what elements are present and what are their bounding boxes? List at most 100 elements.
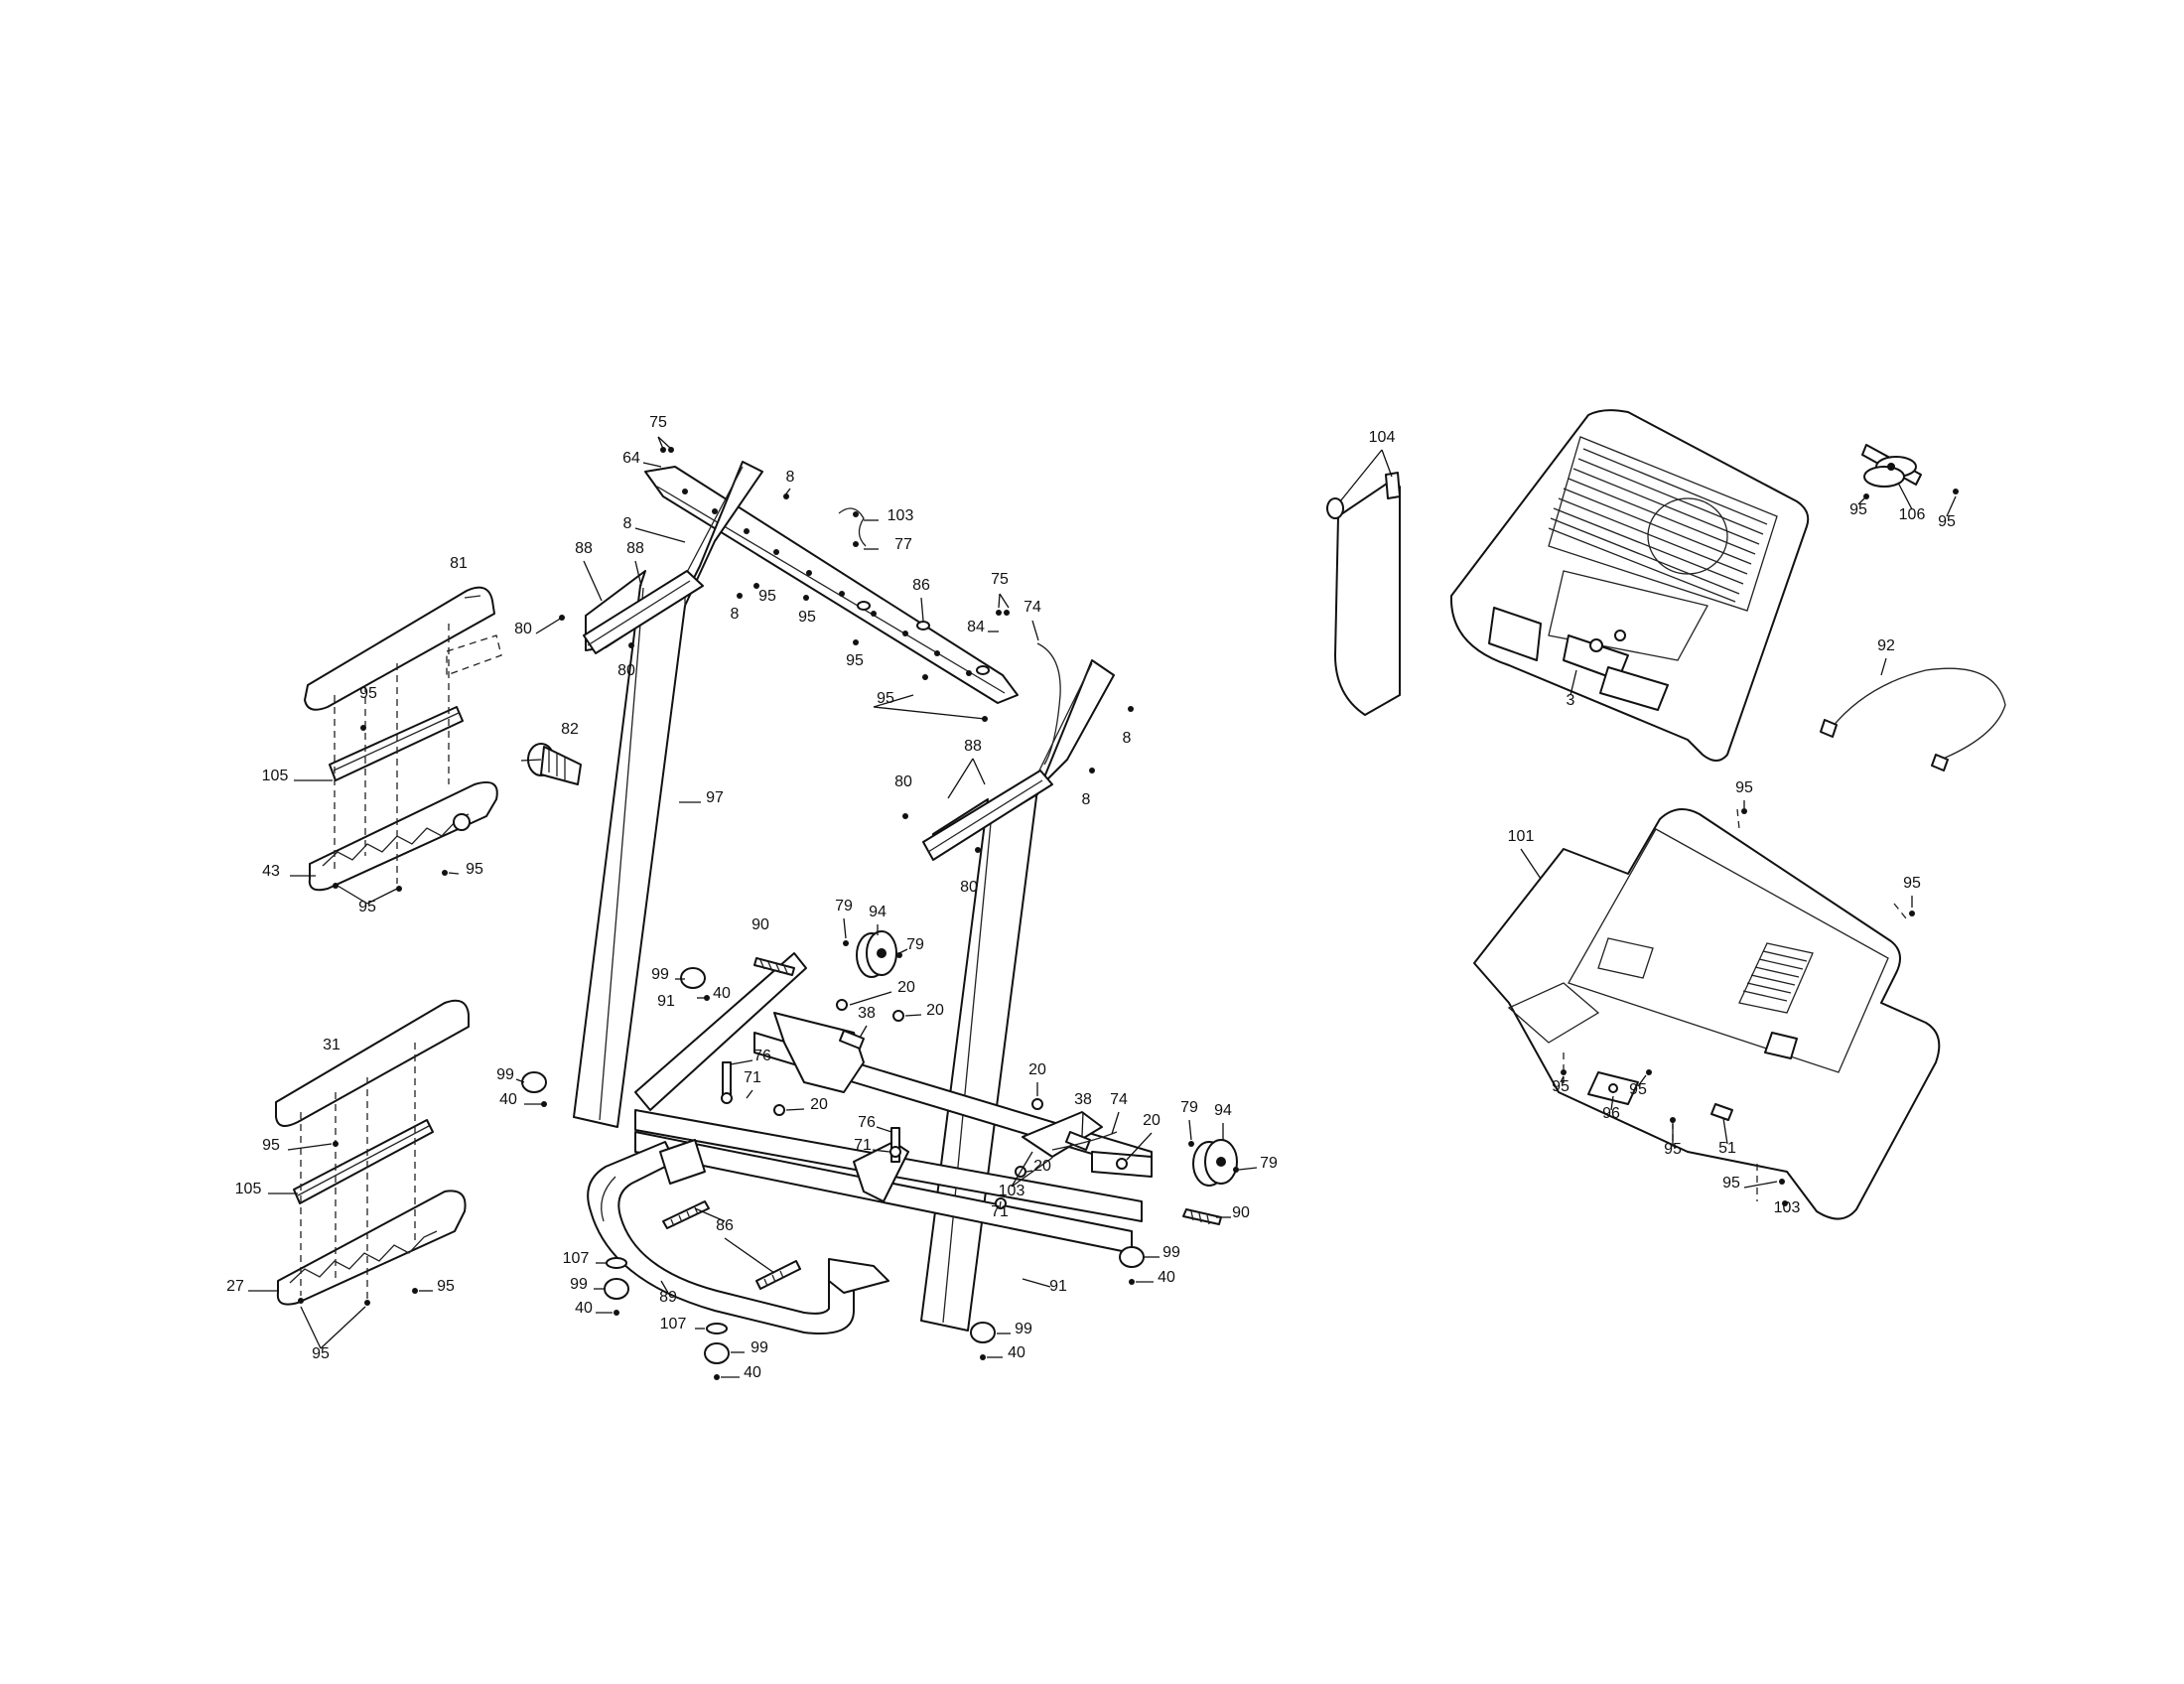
callout-38: 38 [1074,1091,1092,1108]
callout-95: 95 [466,861,483,878]
callout-86: 86 [912,577,930,594]
callout-8: 8 [731,606,740,623]
handrail-base-43 [308,780,498,892]
callout-95: 95 [437,1278,455,1295]
wheel-94b [1192,1139,1238,1187]
callout-80: 80 [617,662,635,679]
callout-71: 71 [854,1137,872,1154]
callout-8: 8 [1123,730,1132,747]
upright-frame [573,461,1115,1332]
callout-40: 40 [744,1364,761,1381]
callout-95: 95 [312,1345,330,1362]
handrail-base-27 [276,1190,467,1306]
callout-101: 101 [1508,828,1535,845]
upper-left-handrail-assembly [304,586,502,892]
handrail-cover-31 [275,999,470,1127]
callout-8: 8 [623,515,632,532]
callout-8: 8 [1082,791,1091,808]
callout-95: 95 [1552,1078,1570,1095]
callout-99: 99 [1162,1244,1180,1261]
rear-crossbar [634,952,807,1111]
callout-95: 95 [1664,1141,1682,1158]
callout-89: 89 [659,1289,677,1306]
callout-90: 90 [751,916,769,933]
callout-95: 95 [798,609,816,626]
hood-trim-104 [1326,472,1401,716]
callout-40: 40 [575,1300,593,1317]
handrail-cover-81 [304,586,495,711]
callout-76: 76 [858,1114,876,1131]
callout-95: 95 [359,685,377,702]
callout-94: 94 [1214,1102,1232,1119]
callout-3: 3 [1567,692,1575,709]
callout-20: 20 [897,979,915,996]
callout-20: 20 [1033,1158,1051,1175]
callout-75: 75 [991,571,1009,588]
callout-27: 27 [226,1278,244,1295]
callout-95: 95 [758,588,776,605]
callout-81: 81 [450,555,468,572]
callout-20: 20 [810,1096,828,1113]
callout-86: 86 [716,1217,734,1234]
callout-84: 84 [967,619,985,635]
handrail-rail-105b [293,1119,434,1204]
callout-106: 106 [1899,506,1926,523]
callout-104: 104 [1369,429,1396,446]
callout-96: 96 [1602,1105,1620,1122]
callout-74: 74 [1110,1091,1128,1108]
key-knob-82 [527,743,582,785]
callout-99: 99 [570,1276,588,1293]
callout-40: 40 [1008,1344,1025,1361]
callout-88: 88 [626,540,644,557]
callout-82: 82 [561,721,579,738]
callout-79: 79 [906,936,924,953]
callout-79: 79 [1180,1099,1198,1116]
callout-95: 95 [262,1137,280,1154]
callout-64: 64 [622,450,640,467]
callout-77: 77 [894,536,912,553]
callout-95: 95 [1629,1081,1647,1098]
callout-71: 71 [991,1203,1009,1220]
callout-51: 51 [1718,1140,1736,1157]
callout-80: 80 [514,621,532,637]
callout-95: 95 [1722,1175,1740,1192]
callout-95: 95 [846,652,864,669]
callout-105: 105 [262,768,289,784]
callout-95: 95 [358,899,376,915]
lower-left-handrail-assembly [275,999,470,1306]
callout-80: 80 [960,879,978,896]
cooling-fan-106 [1861,444,1922,488]
callout-90: 90 [1232,1204,1250,1221]
wire-92 [1820,667,2006,772]
callout-76: 76 [753,1048,771,1064]
callout-43: 43 [262,863,280,880]
callout-95: 95 [877,690,894,707]
callout-20: 20 [1028,1061,1046,1078]
callout-79: 79 [835,898,853,914]
callout-31: 31 [323,1037,341,1053]
callout-95: 95 [1903,875,1921,892]
callout-95: 95 [1938,513,1956,530]
callout-leaders [248,436,1957,1378]
callout-71: 71 [744,1069,761,1086]
hood-base-101 [1473,489,1959,1220]
callout-103: 103 [887,507,914,524]
handrail-rail-105a [329,706,464,781]
callout-40: 40 [1158,1269,1175,1286]
front-u-frame-89 [587,1141,855,1334]
callout-75: 75 [649,414,667,431]
callout-91: 91 [657,993,675,1010]
callout-107: 107 [563,1250,590,1267]
callout-103: 103 [1774,1199,1801,1216]
callout-94: 94 [869,904,887,920]
callout-99: 99 [1015,1321,1032,1337]
top-crossbar [644,466,1019,704]
callout-40: 40 [499,1091,517,1108]
wheel-94a [856,930,897,978]
callout-80: 80 [894,773,912,790]
callout-103: 103 [999,1183,1025,1199]
base-frame [587,952,1153,1334]
callout-99: 99 [496,1066,514,1083]
